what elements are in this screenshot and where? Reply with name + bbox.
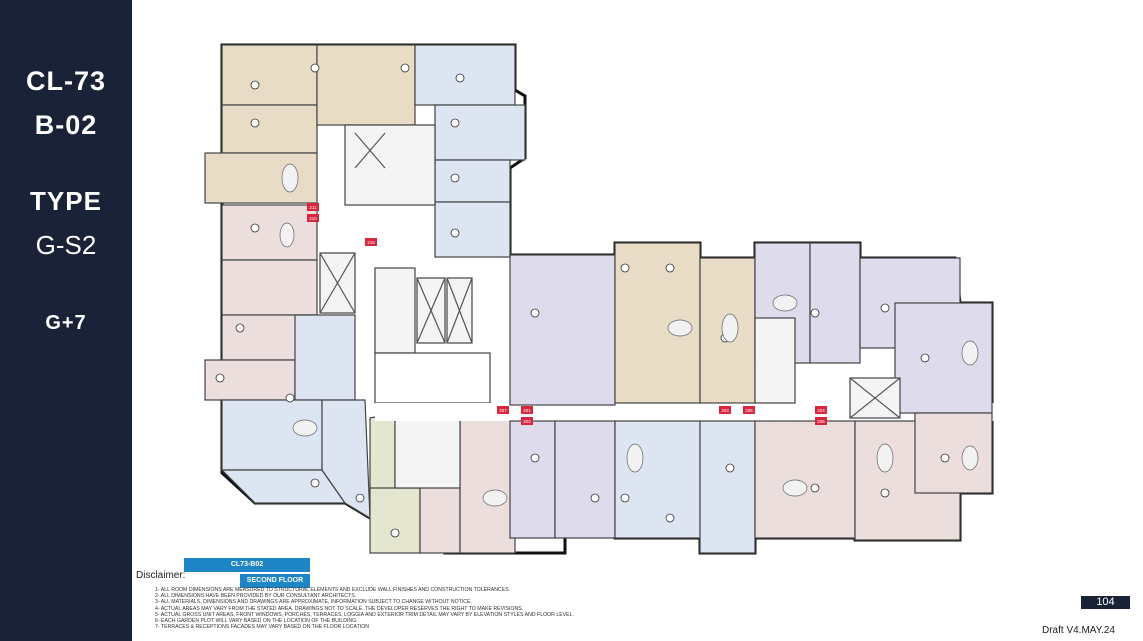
unit-sw-1 [321, 399, 371, 520]
svg-text:205: 205 [745, 408, 753, 413]
unit-ne-4 [434, 201, 511, 258]
disclaimer-note: 6- EACH GARDEN PLOT WILL VARY BASED ON T… [155, 618, 358, 625]
southwest-wing [369, 412, 516, 554]
type-value: G-S2 [35, 230, 97, 260]
svg-text:206: 206 [817, 419, 825, 424]
unit-ne-2 [434, 104, 526, 161]
unit-es-7 [914, 412, 993, 494]
unit-nw-3 [204, 152, 318, 204]
door-tag-210: 210 [307, 214, 319, 222]
svg-text:210: 210 [309, 216, 317, 221]
door-tag-215: 215 [365, 238, 377, 246]
floor-count: G+7 [45, 312, 87, 334]
disclaimer-note: 3- ALL MATERIALS, DIMENSIONS AND DRAWING… [155, 599, 472, 606]
unit-w-1 [221, 204, 318, 261]
unit-s-3 [459, 417, 516, 554]
disclaimer-title: Disclaimer: [136, 570, 186, 581]
door-tag-204: 204 [815, 406, 827, 414]
disclaimer-note: 4- ACTUAL AREAS MAY VARY FROM THE STATED… [155, 605, 524, 612]
unit-nc-1 [316, 44, 416, 126]
east-wing-south [509, 412, 993, 554]
disclaimer-note: 5- ACTUAL GROSS UNIT AREAS, FRONT WINDOW… [155, 611, 574, 618]
page-number: 104 [1081, 596, 1130, 609]
door-tag-202: 202 [521, 417, 533, 425]
unit-nw-1 [221, 44, 318, 106]
unit-es-2 [554, 420, 616, 539]
unit-es-4 [699, 420, 756, 554]
svg-text:207: 207 [499, 408, 507, 413]
sidebar: CL-73 B-02 TYPE G-S2 G+7 [0, 0, 132, 641]
door-tag-201: 201 [521, 406, 533, 414]
unit-en-5 [809, 242, 861, 364]
unit-es-1 [509, 420, 556, 539]
disclaimer-notes: 1- ALL ROOM DIMENSIONS ARE MEASURED TO S… [155, 587, 574, 630]
type-label: TYPE [30, 186, 102, 216]
north-wing [204, 44, 526, 258]
svg-text:203: 203 [721, 408, 729, 413]
door-tag-207: 207 [497, 406, 509, 414]
furniture [279, 163, 979, 507]
building-tag: CL73-B02 [184, 558, 310, 572]
core-south [394, 412, 461, 489]
project-code: CL-73 [25, 66, 106, 96]
unit-es-3 [614, 420, 701, 539]
unit-w-5 [294, 314, 356, 401]
svg-text:211: 211 [309, 205, 317, 210]
unit-ne-3 [434, 159, 511, 203]
lobby [374, 352, 491, 404]
door-tags: 211 210 215 207 201 202 203 205 204 206 [307, 203, 827, 425]
floor-plan: 211 210 215 207 201 202 203 205 204 206 [204, 43, 995, 555]
disclaimer-note: 1- ALL ROOM DIMENSIONS ARE MEASURED TO S… [155, 587, 511, 593]
unit-w-2 [221, 259, 318, 316]
core-north [344, 124, 436, 206]
svg-text:202: 202 [523, 419, 531, 424]
door-tag-203: 203 [719, 406, 731, 414]
building-code: B-02 [34, 110, 98, 140]
room-markers [215, 63, 950, 538]
unit-s-1 [369, 487, 421, 554]
unit-es-5 [754, 420, 856, 539]
stair-core [374, 267, 416, 354]
svg-text:201: 201 [523, 408, 531, 413]
door-tag-206: 206 [815, 417, 827, 425]
door-tag-211: 211 [307, 203, 319, 211]
unit-nw-2 [221, 104, 318, 154]
disclaimer-note: 7- TERRACES & RECEPTIONS FACADES MAY VAR… [155, 624, 369, 631]
svg-text:204: 204 [817, 408, 825, 413]
unit-ne-1 [414, 44, 516, 106]
floor-tag: SECOND FLOOR [240, 574, 310, 588]
stair-east [754, 317, 796, 404]
door-tag-205: 205 [743, 406, 755, 414]
east-wing-north [509, 242, 993, 419]
svg-text:215: 215 [367, 240, 375, 245]
unit-en-1 [509, 254, 616, 406]
west-wing [204, 204, 371, 520]
central-core [374, 267, 491, 404]
disclaimer-note: 2- ALL DIMENSIONS HAVE BEEN PROVIDED BY … [155, 593, 357, 600]
draft-version: Draft V4.MAY.24 [1042, 625, 1115, 636]
